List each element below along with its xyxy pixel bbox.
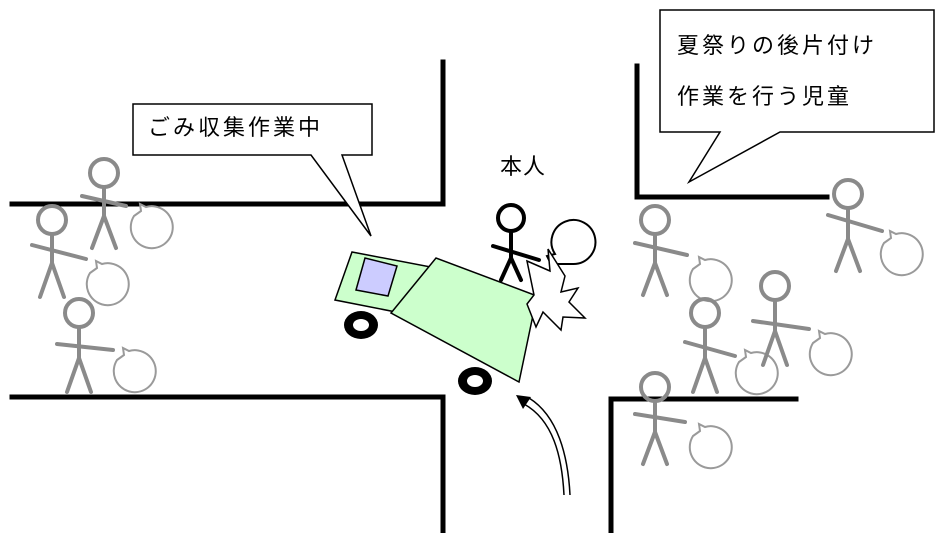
callout-children-text-line2: 作業を行う児童 <box>677 85 853 110</box>
child-figure <box>683 297 779 396</box>
child-figure <box>633 371 733 470</box>
callout-garbage-truck-text: ごみ収集作業中 <box>148 116 324 141</box>
self-figure <box>491 203 597 282</box>
callout-children-bubble <box>659 9 935 185</box>
callout-garbage-truck-bubble <box>132 103 373 237</box>
truck-rear-hubcap <box>467 375 483 387</box>
child-figure <box>751 270 853 377</box>
street-edges <box>9 59 830 533</box>
child-figure <box>80 157 174 250</box>
child-figure <box>826 178 924 277</box>
callout-children-text-line1: 夏祭りの後片付け <box>677 34 878 59</box>
truck-window <box>355 257 398 297</box>
garbage-truck <box>334 251 538 395</box>
truck-front-hubcap <box>353 319 369 331</box>
motion-arrow-icon <box>516 395 571 496</box>
collision-burst-icon <box>525 248 587 332</box>
child-figure <box>30 204 130 307</box>
child-figure <box>55 297 157 394</box>
self-label: 本人 <box>500 155 547 180</box>
child-figure <box>633 204 733 303</box>
